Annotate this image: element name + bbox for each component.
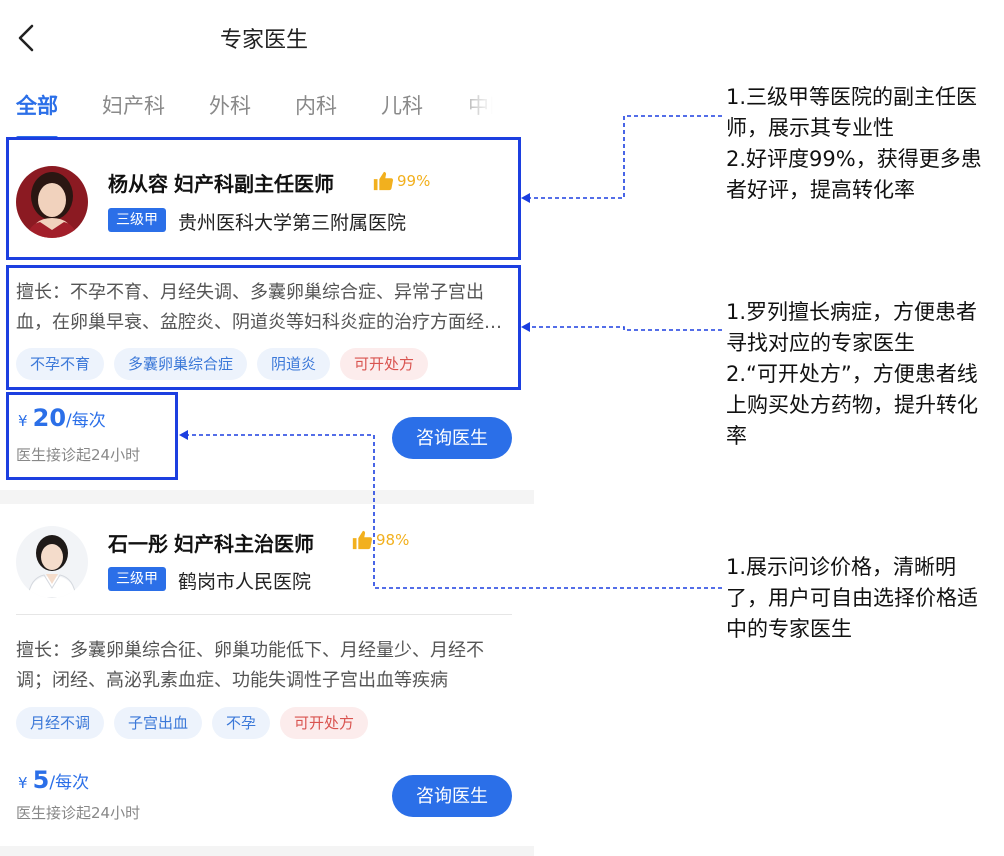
consult-price: ¥ 20/每次	[18, 404, 106, 432]
specialty-tag: 不孕	[212, 707, 271, 739]
hospital-name: 鹤岗市人民医院	[178, 571, 312, 593]
specialty-tag: 多囊卵巢综合症	[114, 348, 248, 380]
card-separator	[0, 846, 534, 856]
consult-start-time: 医生接诊起24小时	[16, 446, 141, 464]
tab-pediatrics[interactable]: 儿科	[381, 94, 423, 118]
specialty-tag: 不孕不育	[16, 348, 105, 380]
annotation-note: 1.展示问诊价格，清晰明了，用户可自由选择价格适中的专家医生	[726, 555, 978, 641]
doctor-title: 妇产科主治医师	[174, 532, 314, 556]
specialty-tags: 月经不调 子宫出血 不孕 可开处方	[16, 707, 369, 739]
specialty-tag: 子宫出血	[114, 707, 203, 739]
card-separator	[0, 490, 534, 504]
rating: 98%	[351, 529, 409, 551]
connector-doctor-info	[528, 115, 722, 199]
tab-all[interactable]: 全部	[16, 94, 58, 118]
thumbs-up-icon	[352, 530, 373, 550]
tab-obstetrics[interactable]: 妇产科	[102, 94, 165, 118]
category-tabs: 全部 妇产科 外科 内科 儿科 中医	[0, 86, 500, 132]
doctor-name: 石一彤	[108, 532, 168, 556]
price-amount: 5	[32, 766, 50, 794]
phone-screen: 专家医生 全部 妇产科 外科 内科 儿科 中医 杨从容妇产科副主任医师	[0, 0, 534, 856]
thumbs-up-icon	[373, 171, 394, 191]
tab-surgery[interactable]: 外科	[209, 94, 251, 118]
specialty-description: 擅长：多囊卵巢综合征、卵巢功能低下、月经量少、月经不调；闭经、高泌乳素血症、功能…	[16, 640, 484, 691]
specialty-tag: 月经不调	[16, 707, 105, 739]
prescription-tag: 可开处方	[340, 348, 429, 380]
hospital-name: 贵州医科大学第三附属医院	[178, 212, 407, 234]
doctor-name: 杨从容	[108, 172, 168, 196]
price-amount: 20	[32, 404, 67, 432]
nav-bar: 专家医生	[0, 0, 534, 76]
back-arrow-icon[interactable]	[14, 22, 40, 54]
doctor-avatar	[16, 166, 88, 238]
rating-value: 98%	[376, 531, 410, 549]
specialty-description: 擅长：不孕不育、月经失调、多囊卵巢综合症、异常子宫出血，在卵巢早衰、盆腔炎、阴道…	[16, 282, 502, 333]
doctor-avatar	[16, 526, 88, 598]
tab-indicator	[16, 136, 58, 140]
doctor-card[interactable]: 杨从容妇产科副主任医师 99% 三级甲 贵州医科大学第三附属医院 擅长：不孕不育…	[0, 142, 534, 490]
consult-price: ¥ 5/每次	[18, 766, 89, 794]
rating: 99%	[372, 170, 430, 192]
rating-value: 99%	[397, 172, 431, 190]
doctor-title: 妇产科副主任医师	[174, 172, 334, 196]
price-unit: /每次	[66, 411, 106, 431]
doctor-name-line: 杨从容妇产科副主任医师	[108, 168, 340, 197]
tab-internal[interactable]: 内科	[295, 94, 337, 118]
consult-doctor-button[interactable]: 咨询医生	[392, 417, 512, 459]
currency-symbol: ¥	[18, 774, 28, 792]
price-unit: /每次	[49, 773, 90, 793]
currency-symbol: ¥	[18, 412, 28, 430]
prescription-tag: 可开处方	[280, 707, 369, 739]
card-divider	[16, 614, 512, 615]
tab-tcm[interactable]: 中医	[468, 94, 500, 118]
doctor-card[interactable]: 石一彤妇产科主治医师 98% 三级甲 鹤岗市人民医院 擅长：多囊卵巢综合征、卵巢…	[0, 504, 534, 856]
hospital-level-badge: 三级甲	[108, 208, 166, 232]
hospital-level-badge: 三级甲	[108, 567, 166, 591]
consult-doctor-button[interactable]: 咨询医生	[392, 775, 512, 817]
specialty-tag: 阴道炎	[257, 348, 331, 380]
connector-specialty	[528, 326, 722, 331]
page-title: 专家医生	[219, 28, 308, 53]
specialty-tags: 不孕不育 多囊卵巢综合症 阴道炎 可开处方	[16, 348, 429, 380]
doctor-name-line: 石一彤妇产科主治医师	[108, 528, 320, 557]
consult-start-time: 医生接诊起24小时	[16, 804, 141, 822]
